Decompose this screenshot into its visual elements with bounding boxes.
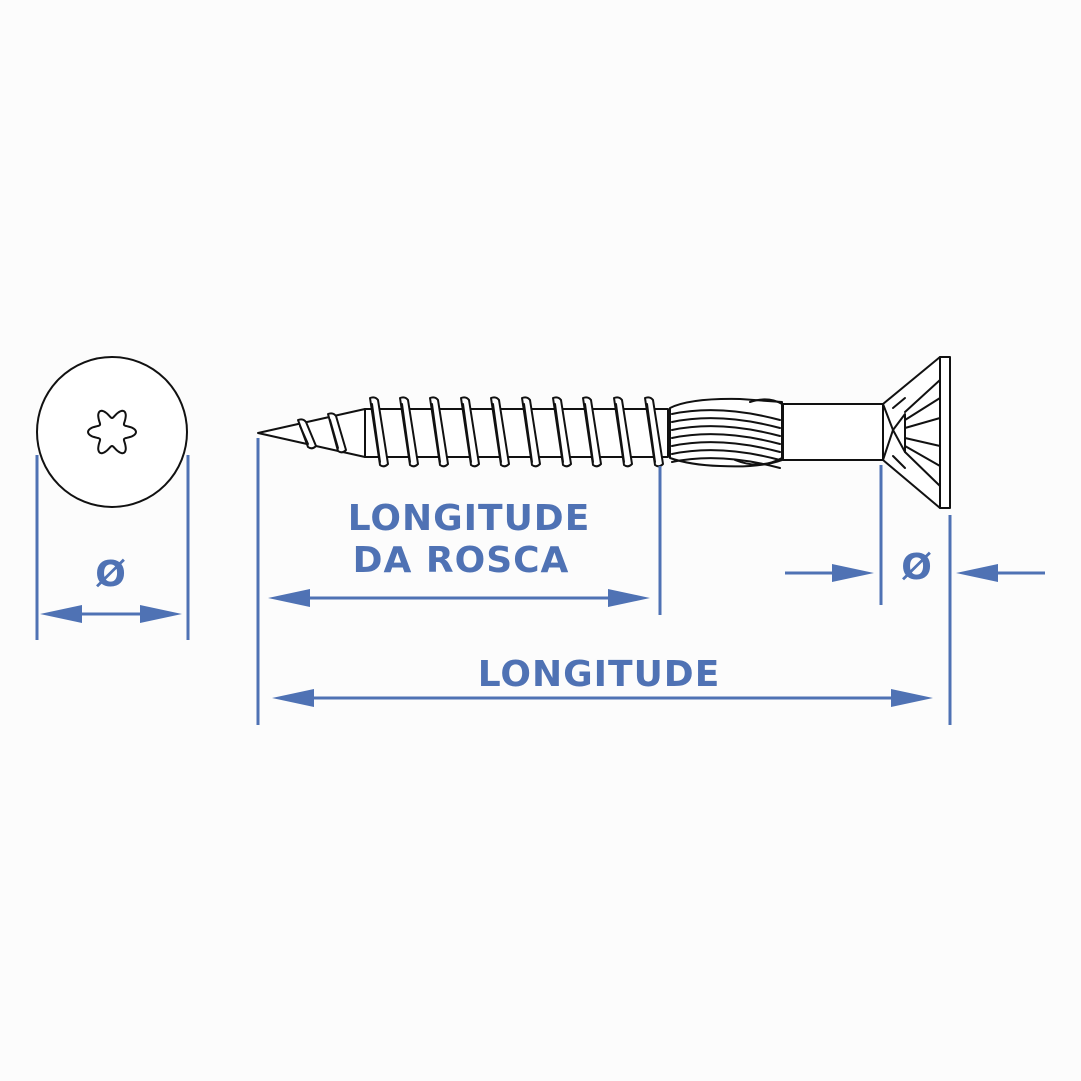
thread-length-label-line1: LONGITUDE bbox=[348, 498, 591, 539]
torx-head-icon bbox=[36, 356, 188, 508]
thread-flight bbox=[613, 396, 633, 468]
shank-diameter-dimension bbox=[785, 465, 1045, 605]
thread-flight bbox=[521, 396, 541, 468]
thread-flight bbox=[552, 396, 572, 468]
thread-flight bbox=[429, 396, 449, 468]
thread-flight bbox=[460, 396, 480, 468]
thread-flight bbox=[327, 412, 347, 454]
thread-length-label-line2: DA ROSCA bbox=[353, 540, 570, 581]
thread-flight bbox=[582, 396, 602, 468]
thread-flight bbox=[369, 396, 389, 468]
head-diameter-dimension bbox=[35, 455, 190, 640]
countersunk-screw-icon bbox=[257, 356, 951, 509]
thread-flight bbox=[399, 396, 419, 468]
thread-length-dimension bbox=[268, 466, 662, 615]
thread-flight bbox=[297, 418, 317, 450]
thread-flight bbox=[644, 396, 664, 468]
head-diameter-symbol: Ø bbox=[95, 554, 127, 595]
total-length-label: LONGITUDE bbox=[478, 654, 721, 695]
shank-diameter-symbol: Ø bbox=[901, 547, 933, 588]
total-length-dimension bbox=[256, 438, 952, 725]
thread-flight bbox=[490, 396, 510, 468]
